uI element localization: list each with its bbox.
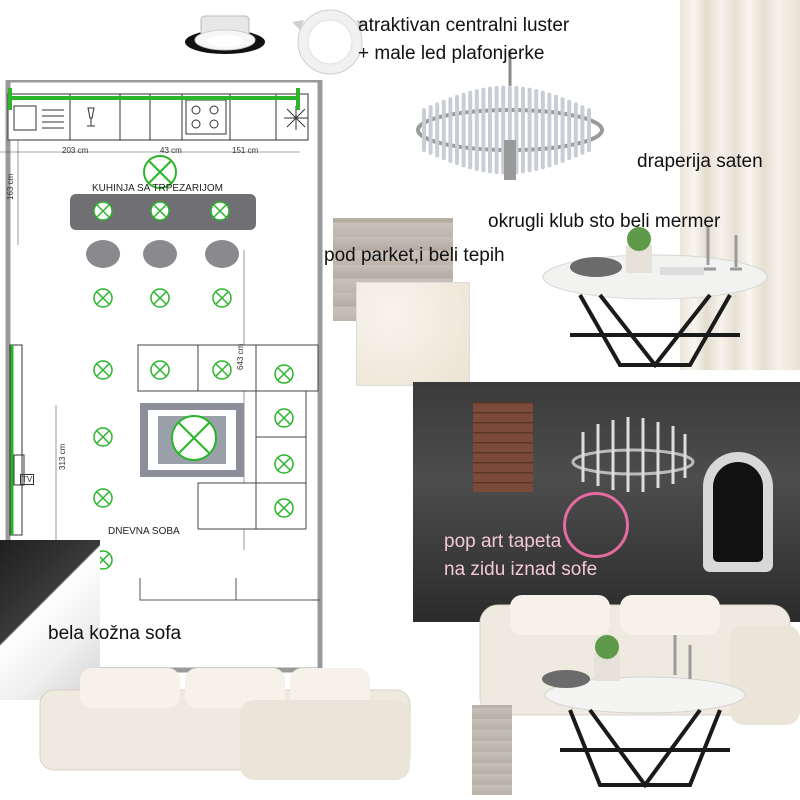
- wallpaper-caption-line1: pop art tapeta: [444, 531, 562, 552]
- curtains-caption: draperija saten: [637, 151, 763, 172]
- dimension-203: 203 cm: [62, 146, 89, 155]
- lighting-caption-line1: atraktivan centralni luster: [358, 15, 570, 36]
- led-spot-icon: [150, 360, 170, 380]
- dimension-43: 43 cm: [160, 146, 182, 155]
- led-spot-icon: [150, 201, 170, 221]
- white-rug-sample-image: [356, 282, 470, 386]
- dimension-163: 163 cm: [6, 173, 15, 200]
- led-spot-icon: [212, 360, 232, 380]
- lighting-caption-line2: + male led plafonjerke: [358, 43, 545, 64]
- dimension-643: 643 cm: [236, 343, 245, 370]
- led-spot-icon: [274, 408, 294, 428]
- led-spot-icon: [212, 288, 232, 308]
- led-spot-icon: [93, 488, 113, 508]
- white-leather-sectional-image: [39, 668, 411, 780]
- table-caption: okrugli klub sto beli mermer: [488, 211, 721, 232]
- marble-coffee-table-image: [542, 225, 768, 369]
- led-downlight-image: [185, 15, 265, 54]
- parquet-sample-small: [472, 705, 512, 795]
- sofa-caption: bela kožna sofa: [48, 623, 182, 644]
- cream-sofa-photo: [479, 595, 800, 789]
- led-spot-icon: [93, 427, 113, 447]
- led-spot-icon: [274, 454, 294, 474]
- dimension-313: 313 cm: [58, 443, 67, 470]
- dimension-151: 151 cm: [232, 146, 259, 155]
- pop-art-room-photo: [413, 382, 800, 622]
- floor-caption: pod parket,i beli tepih: [324, 245, 505, 266]
- kitchen-dining-label: KUHINJA SA TRPEZARIJOM: [92, 183, 223, 194]
- led-spot-icon: [274, 498, 294, 518]
- wallpaper-caption-line2: na zidu iznad sofe: [444, 559, 598, 580]
- led-spot-icon: [93, 201, 113, 221]
- led-spot-icon: [274, 364, 294, 384]
- living-room-label: DNEVNA SOBA: [108, 526, 180, 537]
- led-spot-icon: [210, 201, 230, 221]
- led-spot-icon: [150, 288, 170, 308]
- led-panel-image: [292, 9, 368, 75]
- led-spot-icon: [93, 360, 113, 380]
- tv-label: TV: [20, 474, 35, 485]
- chandelier-image: [416, 50, 604, 180]
- led-spot-icon: [93, 288, 113, 308]
